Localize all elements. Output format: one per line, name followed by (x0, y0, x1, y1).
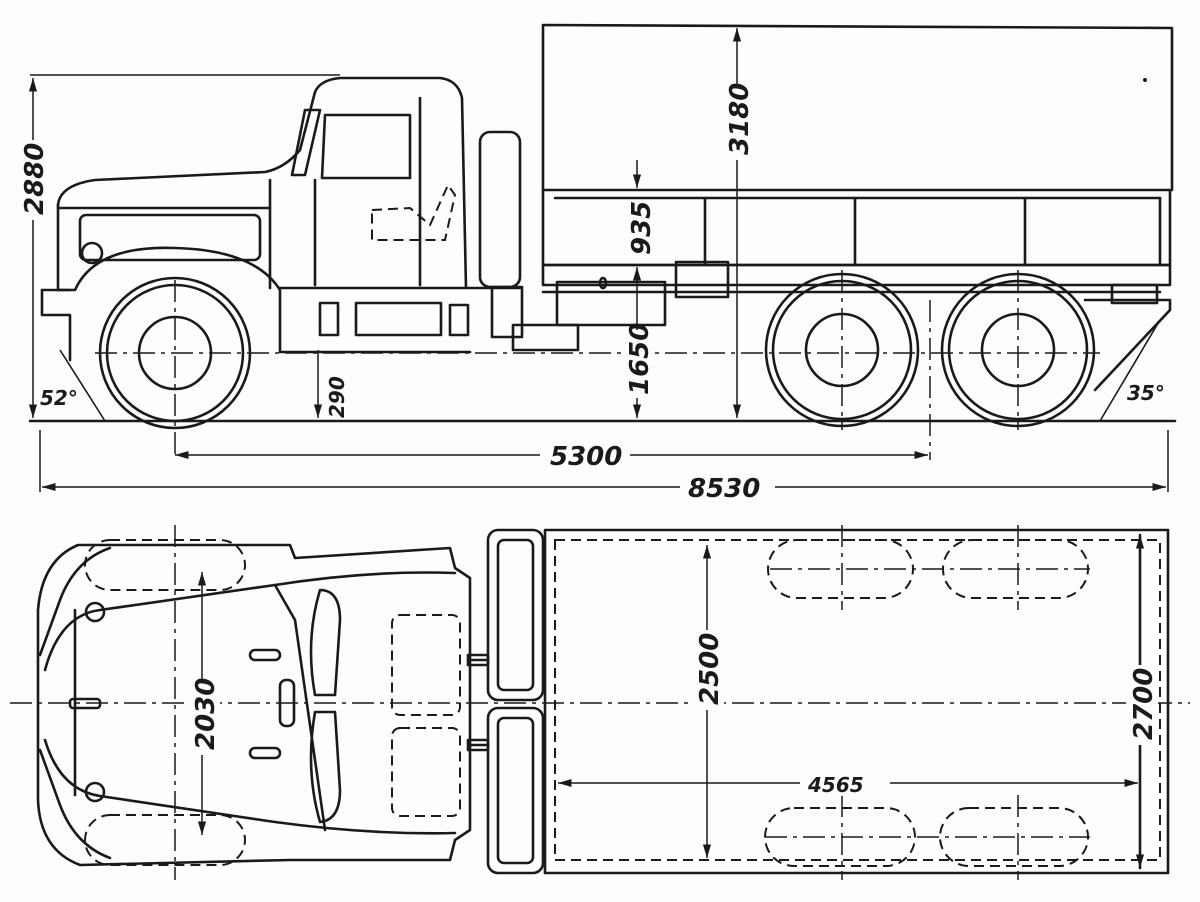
top-view: 2030 2500 2700 4565 (10, 525, 1190, 880)
bed-inner-width-label: 2500 (695, 633, 725, 705)
overall-height-tarp-label: 3180 (725, 83, 755, 155)
side-view: 2880 3180 935 1650 290 52° 35° 5300 8530 (14, 23, 1177, 504)
front-track-label: 2030 (191, 678, 221, 750)
cargo-bed-side (541, 188, 1172, 392)
overall-length-label: 8530 (688, 474, 760, 504)
bed-side-height-label: 935 (627, 201, 657, 255)
bed-inner-length-label: 4565 (807, 773, 864, 797)
bed-floor-height-label: 1650 (625, 323, 655, 395)
approach-angle-label: 52° (40, 386, 78, 410)
ground-clearance-label: 290 (325, 376, 349, 418)
departure-angle-label: 35° (1127, 381, 1165, 405)
wheelbase-label: 5300 (550, 442, 622, 472)
cab-side (40, 76, 667, 362)
cab-top (36, 539, 490, 867)
overall-height-cab-label: 2880 (20, 143, 50, 215)
spare-wheels-top (486, 528, 545, 875)
top-dimension-lines (197, 535, 1145, 868)
overall-width-label: 2700 (1129, 668, 1159, 740)
canopy (541, 23, 1174, 192)
